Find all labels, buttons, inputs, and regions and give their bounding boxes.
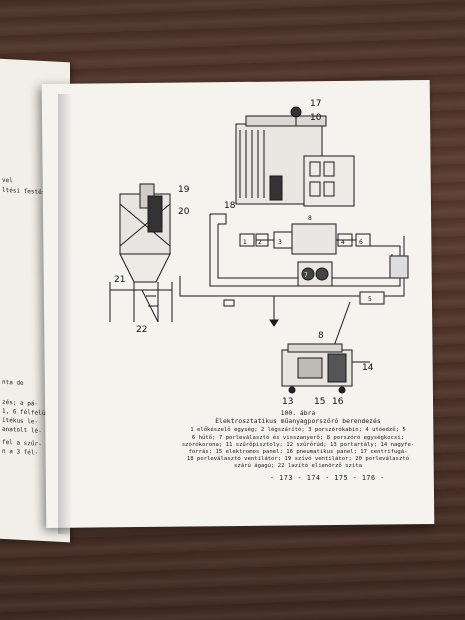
left-text-fragment: zés; a pá- <box>2 398 39 408</box>
callout-5: 5 <box>368 296 372 303</box>
callout-16: 16 <box>332 397 344 407</box>
page-numbers: - 173 - 174 - 175 - 176 - <box>270 474 385 482</box>
callout-4: 4 <box>341 239 345 246</box>
legend-line: 1 előkészelő egység; 2 légszárító; 3 por… <box>190 427 406 434</box>
callout-22: 22 <box>136 325 147 335</box>
left-text-fragment: ltési festés <box>2 186 46 197</box>
left-text-fragment: vel <box>2 176 13 185</box>
page-gutter-shadow <box>58 94 72 534</box>
callout-18: 18 <box>224 201 236 211</box>
callout-6: 6 <box>359 239 363 246</box>
left-text-fragment: fel a szűr- <box>2 438 42 448</box>
legend-line: 6 hűtő; 7 porleválasztó és visszanyerő; … <box>191 434 405 441</box>
left-text-fragment: 1, 6 félfelü- <box>2 407 49 418</box>
powder-coating-diagram: 17 10 18 19 20 21 22 8 14 13 15 16 1 2 3… <box>109 99 409 407</box>
legend-line: szárú ágagú; 22 lazító elienörző szita <box>234 463 362 470</box>
callout-1: 1 <box>243 239 247 246</box>
callout-17: 17 <box>310 99 321 109</box>
callout-13: 13 <box>282 397 293 407</box>
powder-cart-drawing <box>281 343 370 394</box>
left-text-fragment: ítékus le- <box>2 416 39 426</box>
legend-line: szórókorona; 11 szűrőpisztoly; 12 szűrőr… <box>181 441 415 448</box>
figure-number: 100. ábra <box>280 409 316 417</box>
callout-10: 10 <box>310 113 322 123</box>
callout-8-cart: 8 <box>318 331 324 341</box>
process-stations-drawing <box>239 223 409 305</box>
left-text-fragment: anatolt lé- <box>2 425 42 435</box>
legend-line: 18 porleválasztó ventilátor; 19 szívó ve… <box>186 456 410 463</box>
callout-14: 14 <box>362 363 374 373</box>
left-text-fragment: n a 3 fél- <box>2 447 39 457</box>
callout-15: 15 <box>314 397 325 407</box>
cyclone-tower-drawing <box>109 183 173 323</box>
callout-20: 20 <box>178 207 190 217</box>
callout-3: 3 <box>278 239 282 246</box>
figure-title: Elektrosztatikus műanyagporszóró berende… <box>215 417 381 426</box>
callout-8: 8 <box>308 215 312 222</box>
callout-19: 19 <box>178 185 190 195</box>
callout-2: 2 <box>258 239 262 246</box>
figure-caption: 100. ábra Elektrosztatikus műanyagporszó… <box>168 409 428 471</box>
callout-21: 21 <box>114 275 125 285</box>
spray-booth-drawing <box>235 106 355 207</box>
legend-line: forrás; 15 elektromos panel; 16 pneumati… <box>188 449 408 456</box>
callout-7: 7 <box>304 272 308 279</box>
left-text-fragment: nta de <box>2 378 24 387</box>
